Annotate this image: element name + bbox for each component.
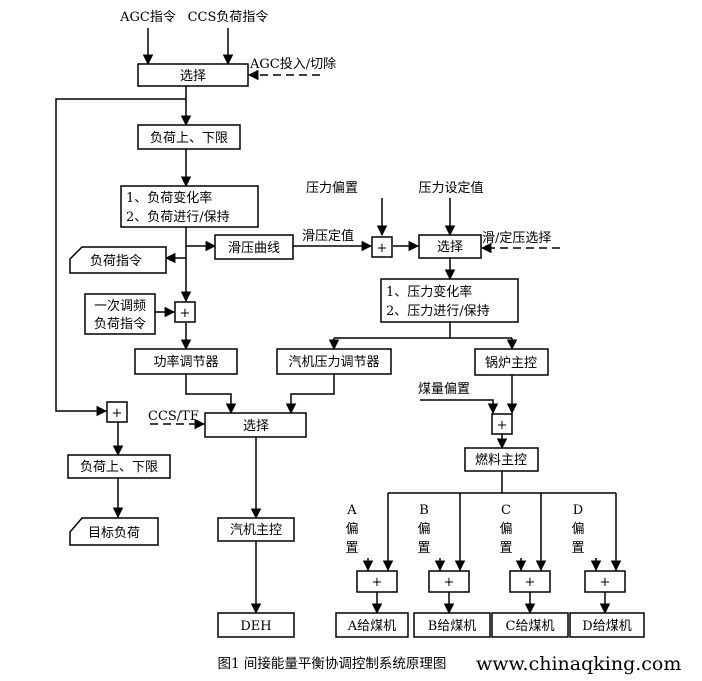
deh-label: DEH [240, 619, 271, 634]
sliding-pressure-curve-label: 滑压曲线 [228, 241, 280, 256]
feeder-a-summer-sign: + [372, 575, 383, 590]
ccs-tf-label: CCS/TF [148, 409, 199, 424]
pressure-summer: + [371, 236, 393, 258]
primary-freq-block: 一次调频 负荷指令 [84, 293, 156, 335]
figure-caption: 图1 间接能量平衡协调控制系统原理图 [218, 655, 447, 672]
power-regulator-block: 功率调节器 [134, 348, 238, 375]
load-command-output: 负荷指令 [69, 246, 167, 274]
boiler-summer-sign: + [497, 418, 508, 433]
turbine-pressure-regulator-label: 汽机压力调节器 [288, 355, 379, 370]
coal-bias-label: 煤量偏置 [418, 382, 470, 397]
feeder-b-group: B 偏 置 + B给煤机 [413, 503, 491, 638]
feeder-a-label: A给煤机 [347, 619, 396, 634]
feeder-b-bias-char-1: 偏 [417, 522, 430, 537]
pressure-summer-sign: + [377, 241, 388, 256]
primary-freq-line-2: 负荷指令 [94, 317, 146, 332]
turbine-master-block: 汽机主控 [217, 517, 295, 542]
agc-on-off-label: AGC投入/切除 [249, 56, 336, 72]
load-rate-line-2: 2、负荷进行/保持 [126, 210, 230, 225]
feeder-c-label: C给煤机 [506, 619, 555, 634]
deh-block: DEH [217, 612, 295, 638]
turbine-pressure-regulator-block: 汽机压力调节器 [276, 348, 392, 375]
feeder-d-bias-letter: D [573, 503, 583, 518]
select-label-1: 选择 [180, 69, 206, 84]
load-command-output-label: 负荷指令 [90, 254, 142, 269]
turbine-master-label: 汽机主控 [230, 523, 282, 538]
primary-freq-line-1: 一次调频 [94, 298, 146, 314]
fuel-master-label: 燃料主控 [475, 452, 527, 468]
feeder-c-summer-sign: + [525, 575, 536, 590]
load-limits-block-2: 负荷上、下限 [67, 454, 171, 479]
sliding-pressure-setpoint-label: 滑压定值 [302, 228, 354, 244]
feeder-c-bias-char-2: 置 [499, 541, 512, 556]
feeder-d-label: D给煤机 [582, 619, 631, 634]
feeder-b-bias-letter: B [419, 503, 429, 518]
boiler-master-block: 锅炉主控 [474, 348, 549, 376]
summer-b: + [106, 401, 128, 423]
summer-b-sign: + [112, 406, 123, 421]
feeder-b-summer-sign: + [444, 575, 455, 590]
feeder-b-label: B给煤机 [428, 619, 477, 634]
pressure-setpoint-label: 压力设定值 [418, 180, 483, 196]
boiler-master-label: 锅炉主控 [485, 355, 537, 371]
feeder-c-group: C 偏 置 + C给煤机 [491, 503, 569, 638]
feeder-d-group: D 偏 置 + D给煤机 [569, 503, 645, 638]
feeder-d-bias-char-2: 置 [571, 541, 584, 556]
select-block-1: 选择 [137, 63, 249, 87]
pressure-bias-label: 压力偏置 [306, 181, 358, 196]
power-regulator-label: 功率调节器 [153, 354, 218, 370]
sliding-fixed-select-label: 滑/定压选择 [482, 231, 551, 246]
target-load-label: 目标负荷 [88, 526, 140, 541]
pressure-rate-block: 1、压力变化率 2、压力进行/保持 [380, 278, 519, 323]
target-load-output: 目标负荷 [69, 517, 159, 546]
sliding-pressure-curve-block: 滑压曲线 [214, 234, 294, 260]
boiler-summer: + [491, 413, 513, 435]
feeder-a-bias-letter: A [346, 503, 357, 518]
feeder-b-bias-char-2: 置 [417, 541, 430, 556]
feeder-a-bias-char-1: 偏 [345, 522, 358, 537]
select-label-3: 选择 [243, 419, 269, 434]
load-rate-block: 1、负荷变化率 2、负荷进行/保持 [120, 185, 259, 228]
load-limits-label-1: 负荷上、下限 [150, 131, 228, 146]
select-block-2: 选择 [418, 234, 482, 259]
pressure-rate-line-1: 1、压力变化率 [386, 284, 472, 300]
connections [55, 28, 622, 615]
feeder-c-bias-char-1: 偏 [499, 522, 512, 537]
feeder-a-group: A 偏 置 + A给煤机 [335, 503, 409, 638]
ccs-load-command-label: CCS负荷指令 [188, 10, 269, 25]
load-limits-label-2: 负荷上、下限 [80, 460, 158, 475]
pressure-rate-line-2: 2、压力进行/保持 [386, 304, 490, 319]
summer-a: + [174, 301, 196, 323]
feeder-c-bias-letter: C [501, 503, 511, 518]
select-block-3: 选择 [204, 412, 307, 438]
summer-a-sign: + [180, 306, 191, 321]
load-limits-block-1: 负荷上、下限 [137, 124, 241, 150]
load-rate-line-1: 1、负荷变化率 [126, 190, 212, 206]
fuel-master-block: 燃料主控 [464, 447, 539, 472]
feeder-d-bias-char-1: 偏 [571, 522, 584, 537]
select-label-2: 选择 [437, 240, 463, 255]
feeder-a-bias-char-2: 置 [345, 541, 358, 556]
watermark: www.chinaqking.com [476, 653, 681, 675]
feeder-d-summer-sign: + [600, 575, 611, 590]
agc-command-label: AGC指令 [119, 10, 176, 25]
